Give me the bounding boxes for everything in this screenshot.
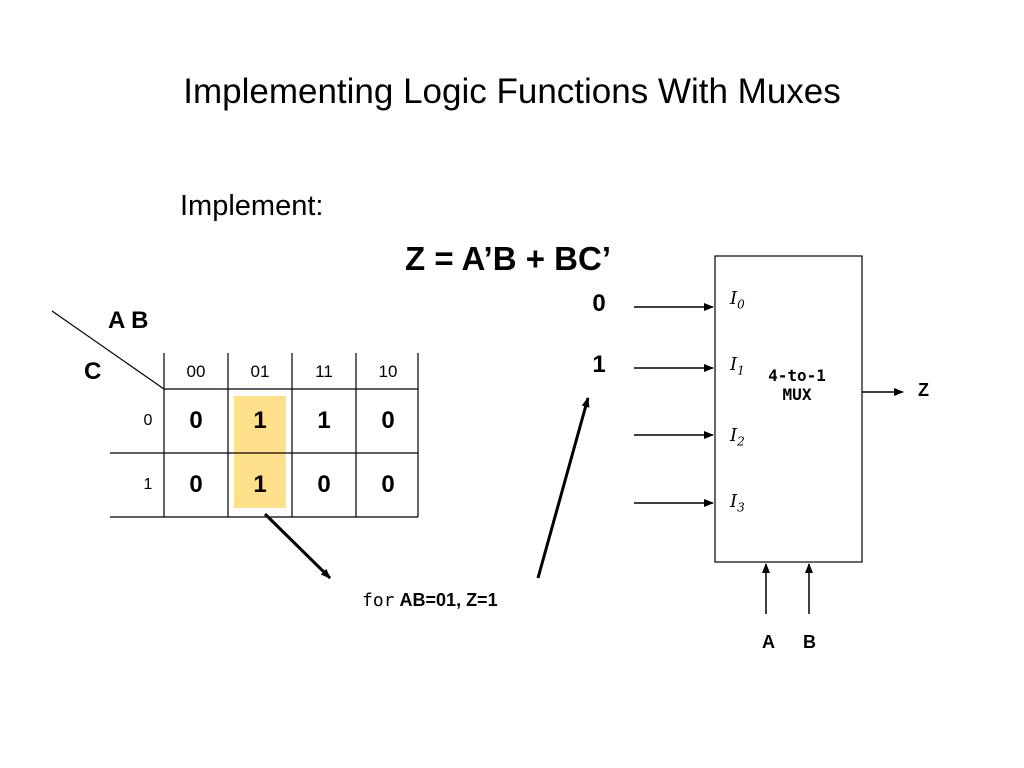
kmap-col-header: 10: [378, 362, 398, 381]
mux-input-label: I2: [730, 425, 745, 449]
kmap-row-header: 0: [143, 412, 153, 429]
mux-const-input: 0: [592, 290, 606, 317]
kmap-grid: [51, 310, 419, 518]
equation: Z = A’B + BC’: [405, 240, 611, 277]
mux-const-input: 1: [592, 351, 606, 378]
kmap-cell: 1: [253, 471, 267, 498]
select-a-label: A: [762, 632, 775, 652]
mux-label-line1: 4-to-1: [768, 366, 826, 385]
note-condition: AB=01, Z=1: [399, 590, 498, 610]
mux-input-label: I3: [730, 491, 745, 515]
kmap-cell: 1: [317, 407, 331, 434]
kmap-to-note-arrow: [263, 512, 332, 580]
mux-box: [714, 255, 863, 563]
kmap-col-header: 11: [315, 362, 333, 381]
kmap-col-header: 01: [250, 362, 270, 381]
kmap-row-header: 1: [143, 476, 153, 493]
note-to-input-arrow: [536, 397, 590, 579]
kmap-cell: 0: [189, 471, 203, 498]
kmap-corner-ab: A B: [108, 307, 149, 334]
kmap-col-header: 00: [186, 362, 206, 381]
select-b-label: B: [803, 632, 816, 652]
mux-input-label: I1: [730, 354, 745, 378]
note: for AB=01, Z=1: [362, 590, 498, 611]
mux-output-label: Z: [918, 380, 929, 400]
kmap-cell: 0: [381, 407, 395, 434]
note-for: for: [362, 590, 395, 611]
mux-label: 4-to-1 MUX: [752, 366, 842, 404]
kmap-cell: 0: [317, 471, 331, 498]
mux-input-label: I0: [730, 288, 745, 312]
kmap-cell: 0: [381, 471, 395, 498]
implement-label: Implement:: [180, 190, 324, 222]
kmap-corner-c: C: [84, 358, 102, 385]
kmap-cell: 1: [253, 407, 267, 434]
kmap-cell: 0: [189, 407, 203, 434]
mux-label-line2: MUX: [782, 385, 812, 404]
kmap-highlight: [234, 396, 286, 508]
slide-title: Implementing Logic Functions With Muxes: [183, 72, 841, 111]
